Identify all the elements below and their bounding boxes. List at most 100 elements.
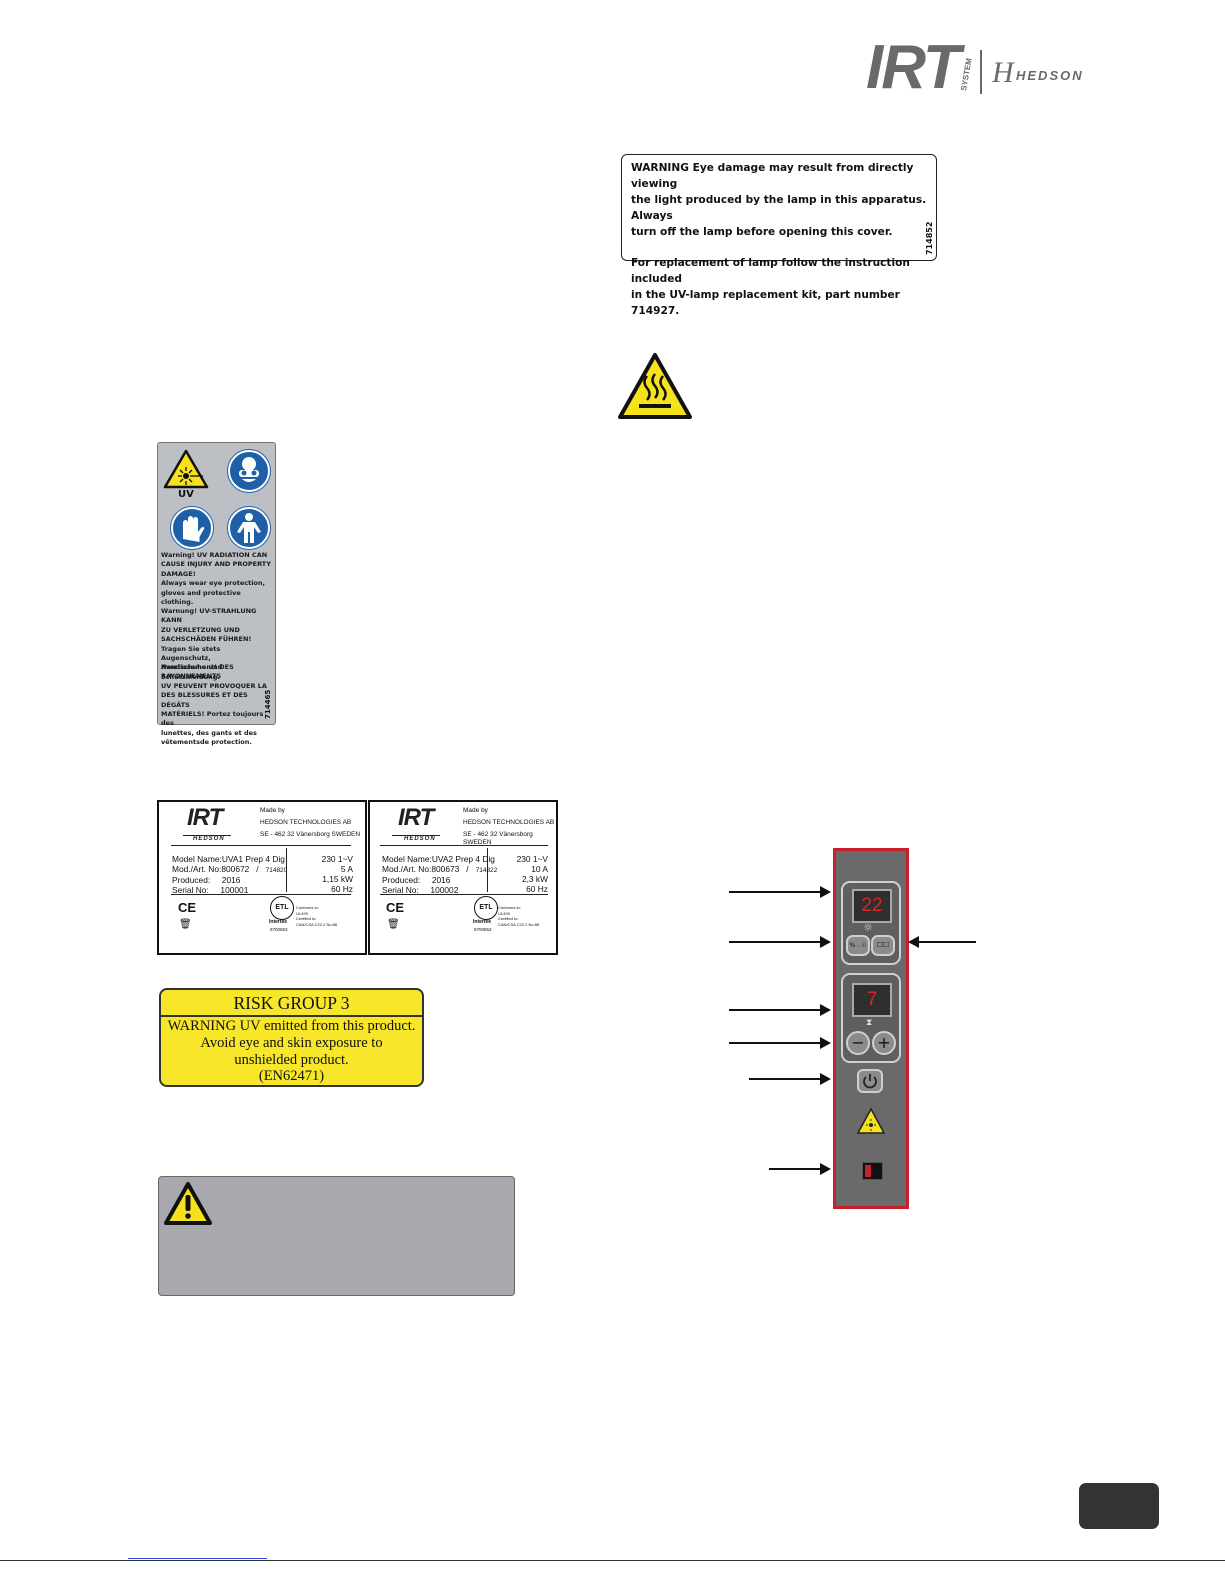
plate-art2: 714822: [475, 867, 498, 874]
plate-serial-label: Serial No:: [382, 885, 419, 895]
plate-art2: 714820: [265, 867, 288, 874]
power-button[interactable]: [857, 1069, 883, 1093]
timer-minus-button[interactable]: −: [846, 1031, 870, 1055]
caution-box: [158, 1176, 515, 1296]
hot-surface-warning-icon: [617, 352, 693, 420]
eye-label-line: the light produced by the lamp in this a…: [631, 194, 927, 222]
pointer-arrow-intensity-display: [729, 886, 831, 898]
eye-label-line: For replacement of lamp follow the instr…: [631, 257, 910, 285]
ce-mark: CE: [386, 900, 405, 915]
footer-link-underline[interactable]: [128, 1558, 267, 1559]
warning-triangle-icon: [163, 1181, 213, 1227]
plate-address: SE - 462 32 Vänersborg SWEDEN: [260, 831, 361, 838]
main-switch[interactable]: [862, 1162, 883, 1180]
risk-line: Avoid eye and skin exposure to: [200, 1034, 383, 1051]
plate-model: UVA1 Prep 4 Dig: [221, 854, 285, 864]
mode-button-right[interactable]: ☐☐: [871, 935, 895, 956]
risk-line: WARNING UV emitted from this product.: [167, 1018, 416, 1034]
intensity-sun-icon: ☼: [863, 921, 873, 934]
plate-prod: 2016: [221, 875, 241, 885]
eye-label-code: 714852: [925, 221, 934, 255]
plate-serial: 100002: [430, 885, 459, 895]
plate-power: 2,3 kW: [521, 874, 548, 884]
plate-intertek: Intertek: [269, 919, 288, 925]
plate-serial: 100001: [220, 885, 249, 895]
page-number-box: [1079, 1483, 1159, 1529]
plate-art-label: Mod./Art. No:: [172, 864, 222, 874]
plate-intertek: Intertek: [473, 919, 492, 925]
hedson-logo: HEDSON: [1016, 68, 1084, 83]
uv-radiation-warning-label: UV Warning! UV RADIATION CAN CAUSE INJUR…: [157, 442, 276, 746]
plate-irt-logo: IRT: [398, 804, 434, 831]
logo-divider: [980, 50, 982, 94]
pointer-arrow-mode-button: [729, 936, 831, 948]
plate-prod-label: Produced:: [172, 875, 211, 885]
risk-title: RISK GROUP 3: [233, 993, 350, 1013]
plate-made-by: Made by: [463, 807, 488, 814]
plate-current: 5 A: [340, 864, 353, 874]
plate-irt-logo: IRT: [187, 804, 223, 831]
plate-made-by: Made by: [260, 807, 285, 814]
plate-voltage: 230 1~V: [516, 854, 548, 864]
plate-prod: 2016: [431, 875, 451, 885]
eye-label-line: turn off the lamp before opening this co…: [631, 226, 893, 238]
plate-company: HEDSON TECHNOLOGIES AB: [260, 819, 352, 826]
uv-warning-text-fr: Avertissement! DES RAYONNEMENTS UV PEUVE…: [161, 663, 267, 747]
risk-group-label: RISK GROUP 3 WARNING UV emitted from thi…: [159, 988, 424, 1087]
gloves-icon: [171, 507, 213, 549]
plate-art: 800672: [221, 864, 250, 874]
plate-power: 1,15 kW: [322, 874, 353, 884]
timer-display: 7: [852, 983, 892, 1017]
uv-label-code: 714465: [264, 689, 272, 719]
weee-bin-icon: 🗑: [387, 919, 400, 930]
plate-model: UVA2 Prep 4 Dig: [431, 854, 495, 864]
weee-bin-icon: 🗑: [179, 919, 192, 930]
uv-text: UV: [178, 489, 194, 500]
eye-protection-icon: [228, 450, 270, 492]
risk-line: (EN62471): [258, 1068, 325, 1085]
timer-plus-button[interactable]: +: [872, 1031, 896, 1055]
power-icon: [863, 1074, 877, 1089]
eye-label-line: in the UV-lamp replacement kit, part num…: [631, 289, 900, 317]
rating-plate-uva1: IRT HEDSON Made by HEDSON TECHNOLOGIES A…: [157, 800, 367, 955]
plate-etl-no: 9700653: [474, 927, 492, 932]
pointer-arrow-power-button: [749, 1073, 831, 1085]
plate-address: SE - 462 32 Vänersborg SWEDEN: [463, 831, 533, 846]
rating-plate-uva2: IRT HEDSON Made by HEDSON TECHNOLOGIES A…: [368, 800, 558, 955]
plate-model-label: Model Name:: [382, 854, 432, 864]
plate-voltage: 230 1~V: [321, 854, 353, 864]
plate-art-sep: /: [256, 864, 259, 874]
plate-current: 10 A: [531, 864, 548, 874]
plate-conformity: Conforms to: UL499 Certified to: CAN/CSA…: [296, 905, 338, 927]
plate-etl-no: 9700653: [270, 927, 288, 932]
plate-art: 800673: [431, 864, 460, 874]
pointer-arrow-timer-display: [729, 1004, 831, 1016]
brand-logo: IRT SYSTEM H HEDSON: [866, 33, 1106, 104]
mode-button-left[interactable]: % . ☉: [846, 935, 870, 956]
plate-hedson-logo: HEDSON: [404, 836, 436, 842]
uv-lamp-warning-icon: [856, 1107, 886, 1135]
eye-label-line: WARNING Eye damage may result from direc…: [631, 162, 914, 190]
plate-prod-label: Produced:: [382, 875, 421, 885]
plate-freq: 60 Hz: [526, 884, 548, 894]
intensity-group: 22 ☼ % . ☉ ☐☐: [841, 881, 901, 965]
risk-line: unshielded product.: [234, 1051, 349, 1068]
plate-art-label: Mod./Art. No:: [382, 864, 432, 874]
timer-group: 7 ⧗ − +: [841, 973, 901, 1063]
protective-clothing-icon: [228, 507, 270, 549]
uv-warning-text-en: Warning! UV RADIATION CAN CAUSE INJURY A…: [161, 551, 271, 607]
hourglass-icon: ⧗: [866, 1018, 873, 1028]
eye-damage-warning-label: WARNING Eye damage may result from direc…: [621, 154, 937, 317]
intensity-display: 22: [852, 889, 892, 923]
uv-warning-text-de: Warnung! UV-STRAHLUNG KANN ZU VERLETZUNG…: [161, 607, 257, 681]
plate-conformity: Conforms to: UL499 Certified to: CAN/CSA…: [498, 905, 540, 927]
plate-company: HEDSON TECHNOLOGIES AB: [463, 819, 555, 826]
footer-rule: [0, 1560, 1225, 1561]
pointer-arrow-main-switch: [769, 1163, 831, 1175]
ce-mark: CE: [178, 900, 197, 915]
plate-serial-label: Serial No:: [172, 885, 209, 895]
plate-hedson-logo: HEDSON: [193, 836, 225, 842]
laser-warning-icon: [163, 449, 209, 489]
hedson-h-icon: H: [992, 56, 1014, 89]
etl-mark-icon: ETL: [474, 896, 498, 920]
